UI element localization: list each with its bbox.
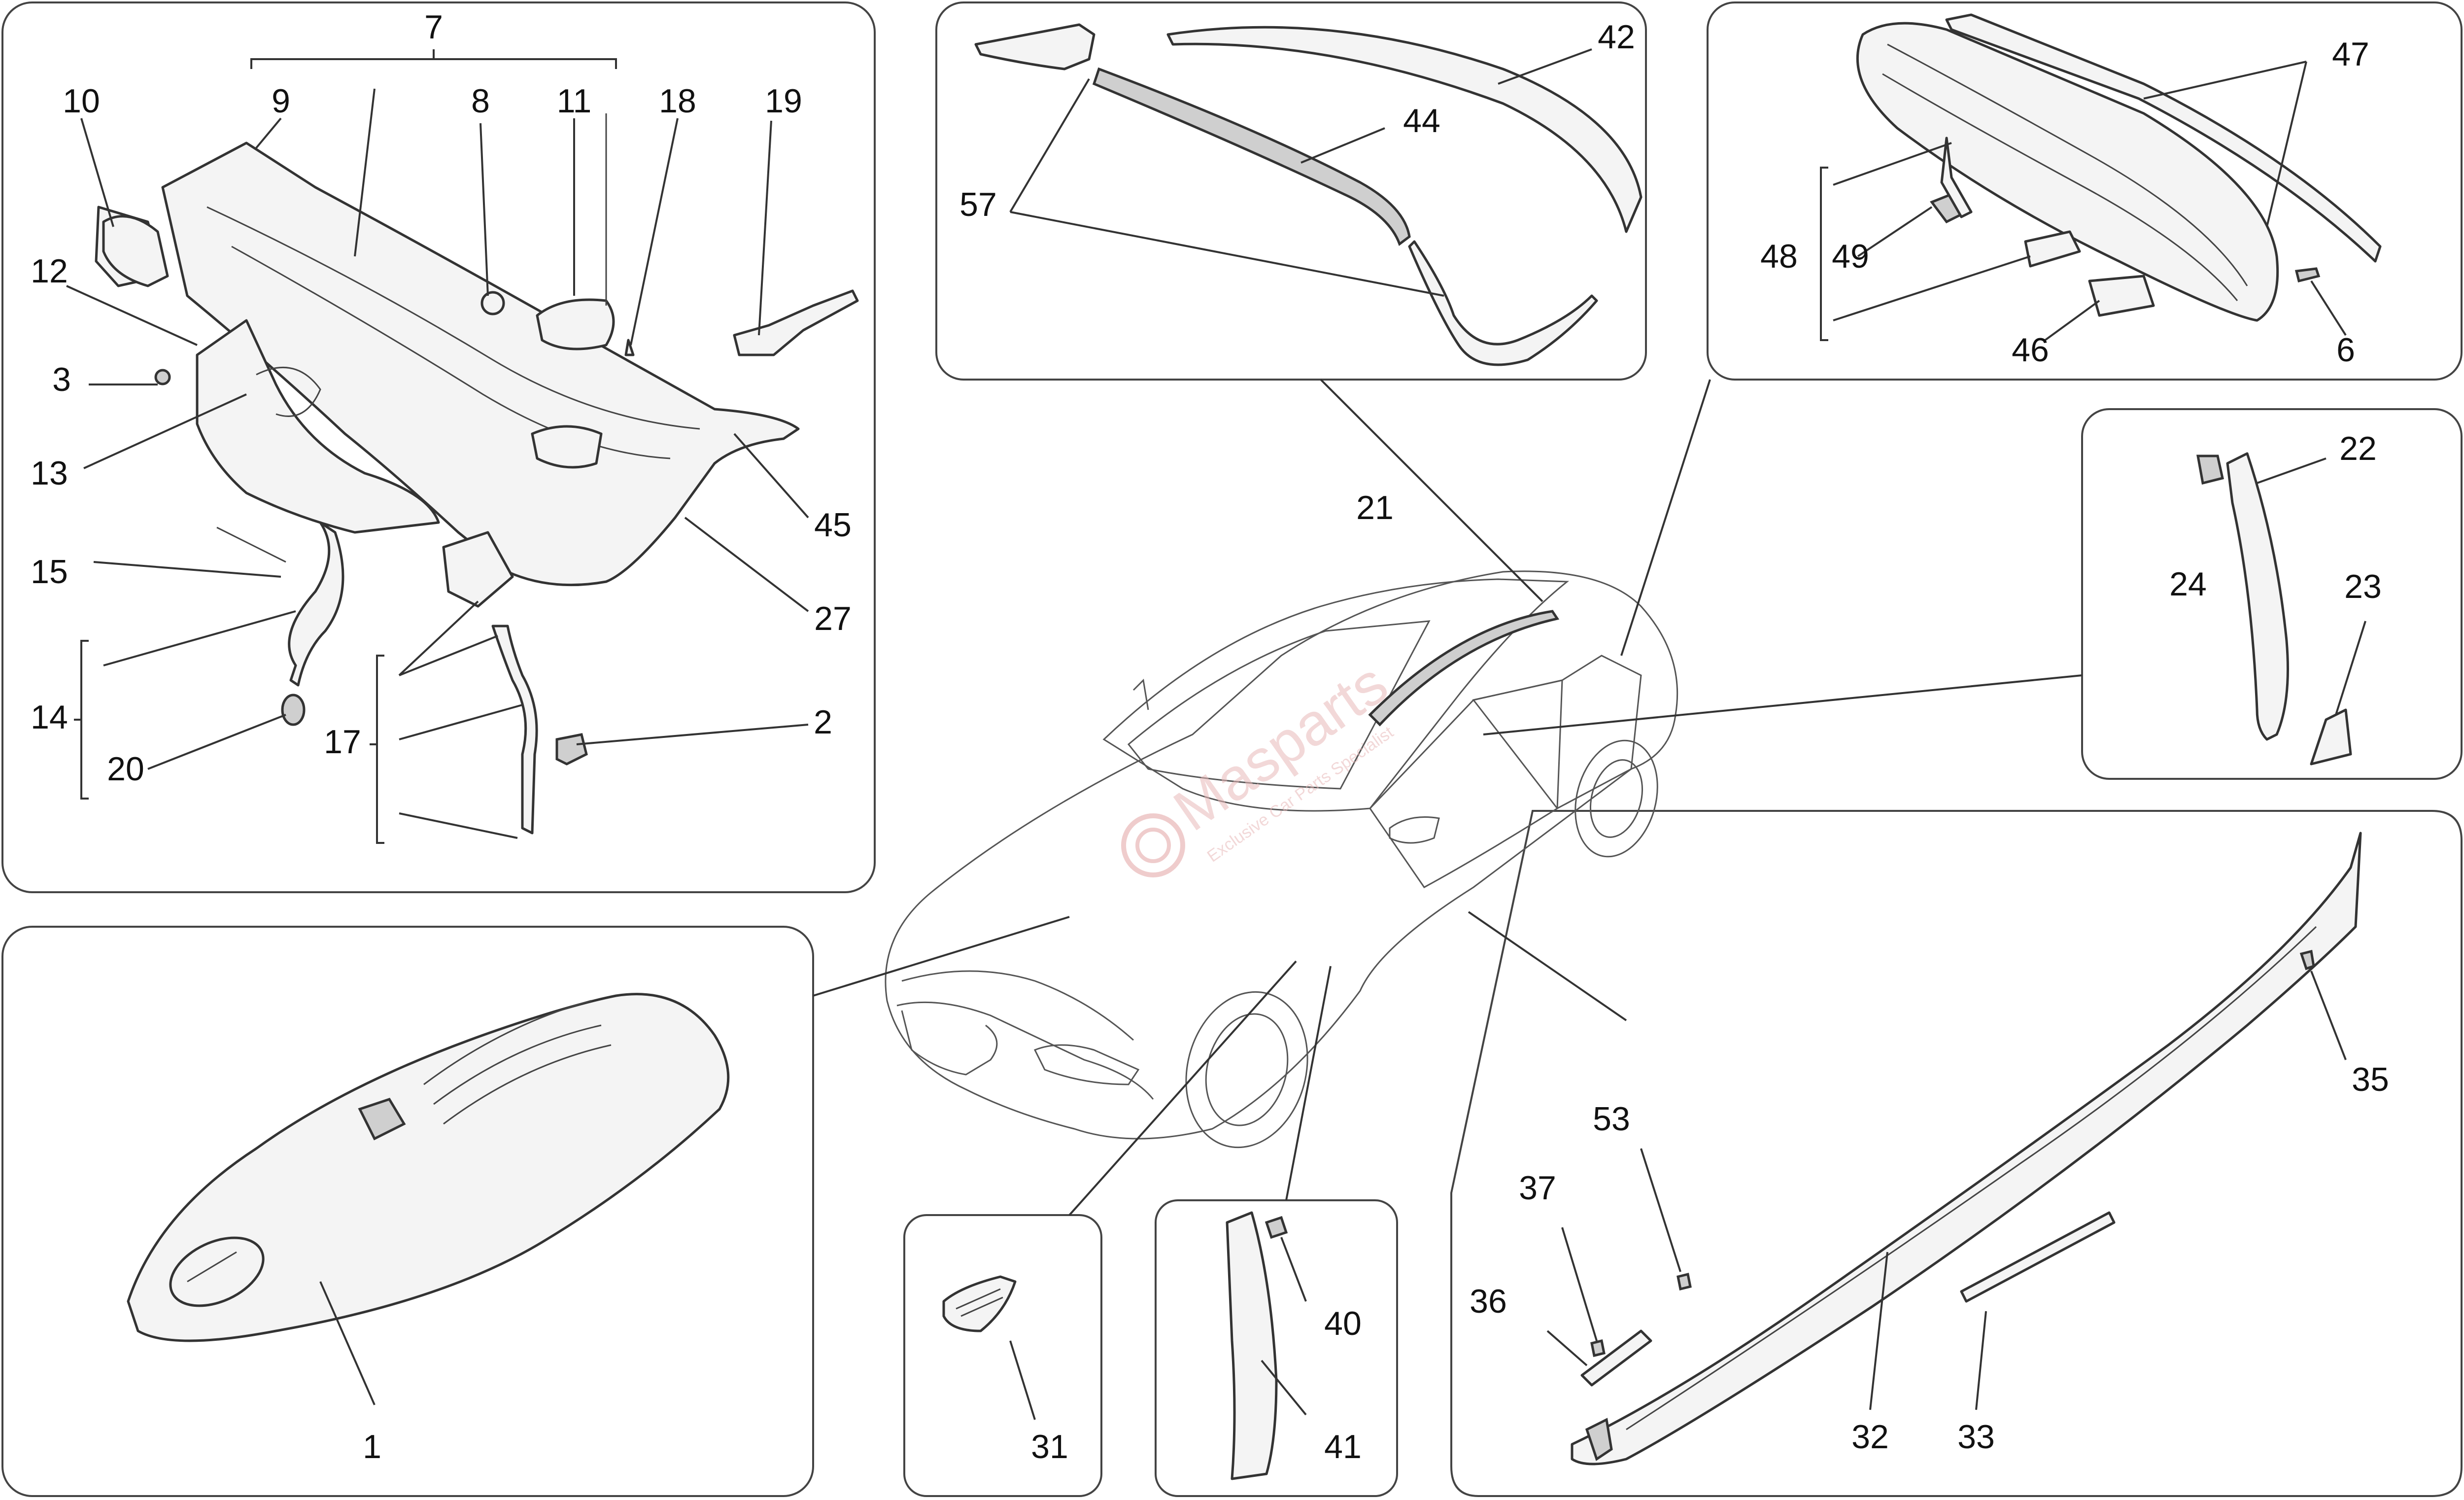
callout-32: 32 bbox=[1851, 1418, 1889, 1456]
car-outline bbox=[885, 570, 1678, 1149]
callout-8: 8 bbox=[471, 82, 490, 120]
callout-35: 35 bbox=[2352, 1061, 2389, 1098]
trunk-parts bbox=[1620, 13, 2382, 656]
callout-24: 24 bbox=[2169, 565, 2207, 603]
pillar-parts bbox=[1483, 452, 2366, 766]
part-hose-20 bbox=[288, 521, 344, 687]
part-rail-19 bbox=[733, 289, 859, 356]
callout-1: 1 bbox=[363, 1428, 381, 1465]
part-spoiler-42 bbox=[1166, 26, 1643, 233]
part-lamp-46 bbox=[2024, 230, 2081, 268]
callout-33: 33 bbox=[1957, 1418, 1995, 1456]
callout-48: 48 bbox=[1760, 238, 1798, 275]
part-grommet-8 bbox=[480, 291, 505, 315]
watermark-logo-icon bbox=[1121, 813, 1185, 877]
callouts: 7 10 9 8 11 18 19 12 3 13 15 14 20 17 2 … bbox=[31, 8, 2389, 1465]
callout-20: 20 bbox=[107, 750, 144, 788]
callout-22: 22 bbox=[2339, 430, 2377, 467]
callout-45: 45 bbox=[814, 506, 852, 544]
callout-11: 11 bbox=[557, 82, 592, 120]
part-fender-trim-41 bbox=[1226, 1211, 1278, 1480]
part-cowl-panel bbox=[161, 141, 800, 587]
callout-40: 40 bbox=[1324, 1305, 1362, 1342]
callout-9: 9 bbox=[272, 82, 290, 120]
callout-53: 53 bbox=[1593, 1100, 1630, 1138]
callout-18: 18 bbox=[659, 82, 696, 120]
part-screw-35 bbox=[2299, 949, 2315, 971]
part-screw-6 bbox=[2294, 267, 2321, 283]
part-bracket-17 bbox=[442, 531, 514, 608]
callout-46: 46 bbox=[2012, 331, 2049, 369]
fender-trim-parts bbox=[1226, 966, 1332, 1480]
part-clip-11 bbox=[536, 298, 615, 350]
part-strip-47 bbox=[1945, 13, 2382, 263]
callout-15: 15 bbox=[31, 553, 68, 591]
part-screw-53 bbox=[1677, 1272, 1692, 1291]
part-trunk-lid-48 bbox=[1856, 22, 2279, 322]
part-sill-cover-32 bbox=[1571, 832, 2362, 1465]
callout-57: 57 bbox=[959, 186, 997, 223]
callout-36: 36 bbox=[1470, 1283, 1507, 1320]
panel-side-grille bbox=[903, 1214, 1102, 1497]
callout-21: 21 bbox=[1356, 489, 1394, 526]
part-pillar-22 bbox=[2226, 452, 2289, 741]
callout-6: 6 bbox=[2336, 331, 2355, 369]
callout-13: 13 bbox=[31, 454, 68, 492]
part-strip-33 bbox=[1960, 1211, 2116, 1303]
part-clip-40 bbox=[1265, 1216, 1288, 1239]
callout-44: 44 bbox=[1403, 102, 1440, 140]
callout-31: 31 bbox=[1031, 1428, 1068, 1465]
part-cap-23 bbox=[2310, 708, 2352, 766]
callout-27: 27 bbox=[814, 600, 852, 637]
part-trim-57 bbox=[974, 23, 1095, 70]
callout-23: 23 bbox=[2344, 568, 2382, 605]
panel-sill-cover bbox=[1450, 810, 2463, 1497]
callout-14: 14 bbox=[31, 698, 68, 736]
callout-10: 10 bbox=[63, 82, 100, 120]
callout-49: 49 bbox=[1832, 238, 1869, 275]
part-clip-24 bbox=[2196, 454, 2224, 485]
panel-fender-trim bbox=[1155, 1199, 1398, 1497]
part-engine-cover-1 bbox=[127, 993, 730, 1342]
part-badge-36 bbox=[1580, 1329, 1652, 1387]
cowl-leaders bbox=[66, 49, 809, 844]
callout-42: 42 bbox=[1598, 18, 1635, 56]
callout-41: 41 bbox=[1324, 1428, 1362, 1465]
callout-2: 2 bbox=[814, 703, 832, 741]
side-grille-parts bbox=[942, 960, 1297, 1420]
callout-12: 12 bbox=[31, 252, 68, 290]
roof-parts bbox=[974, 23, 1643, 602]
part-seal-44 bbox=[1092, 67, 1411, 246]
watermark: Masparts Exclusive Car Parts Specialist bbox=[1121, 650, 1399, 877]
part-screw-37 bbox=[1590, 1339, 1606, 1358]
panel-roof-spoiler bbox=[935, 1, 1647, 381]
cowl-parts bbox=[95, 113, 859, 835]
sill-cover-parts bbox=[1468, 832, 2362, 1465]
callout-47: 47 bbox=[2332, 35, 2369, 73]
callout-3: 3 bbox=[52, 361, 71, 398]
engine-cover-parts bbox=[127, 916, 1070, 1405]
callout-17: 17 bbox=[324, 723, 361, 761]
callout-37: 37 bbox=[1519, 1169, 1556, 1207]
callout-19: 19 bbox=[765, 82, 802, 120]
callout-7: 7 bbox=[424, 8, 443, 46]
